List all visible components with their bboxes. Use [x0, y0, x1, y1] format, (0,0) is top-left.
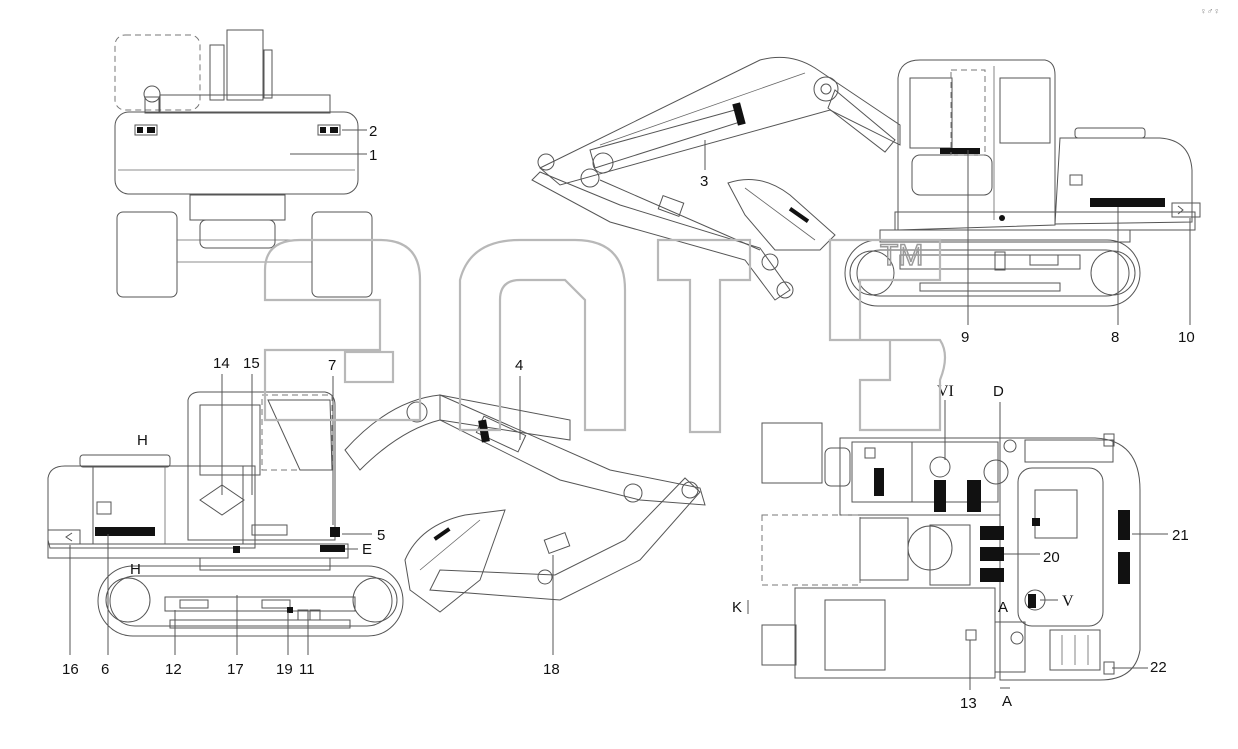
rear-view: [114, 29, 373, 298]
watermark-logo: TM: [263, 238, 947, 434]
label-A-bottom: A: [1002, 693, 1012, 710]
label-1: 1: [369, 147, 377, 164]
label-6: 6: [101, 661, 109, 678]
label-11: 11: [299, 661, 315, 678]
label-H-top: H: [137, 432, 148, 449]
label-V: V: [1062, 593, 1074, 610]
corner-mark: ♀♂♀: [1200, 6, 1220, 16]
label-22: 22: [1150, 659, 1167, 676]
label-10: 10: [1178, 329, 1195, 346]
label-A-top: A: [998, 599, 1008, 616]
label-E: E: [362, 541, 372, 558]
label-7: 7: [328, 357, 336, 374]
label-12: 12: [165, 661, 182, 678]
label-9: 9: [961, 329, 969, 346]
label-5: 5: [377, 527, 385, 544]
top-view: [761, 422, 1141, 681]
label-17: 17: [227, 661, 244, 678]
label-VI: VI: [937, 383, 954, 400]
label-4: 4: [515, 357, 523, 374]
label-H-bottom: H: [130, 561, 141, 578]
watermark-tm: TM: [880, 239, 923, 272]
label-19: 19: [276, 661, 293, 678]
label-21: 21: [1172, 527, 1189, 544]
label-15: 15: [243, 355, 260, 372]
label-13: 13: [960, 695, 977, 712]
side-view-left: [47, 391, 706, 637]
side-view-right: [531, 56, 1201, 307]
label-2: 2: [369, 123, 377, 140]
label-14: 14: [213, 355, 230, 372]
label-K: K: [732, 599, 742, 616]
label-8: 8: [1111, 329, 1119, 346]
rear-decal-left: [134, 124, 158, 136]
label-20: 20: [1043, 549, 1060, 566]
label-16: 16: [62, 661, 79, 678]
label-18: 18: [543, 661, 560, 678]
label-3: 3: [700, 173, 708, 190]
label-D: D: [993, 383, 1004, 400]
rear-decal-right: [317, 124, 341, 136]
